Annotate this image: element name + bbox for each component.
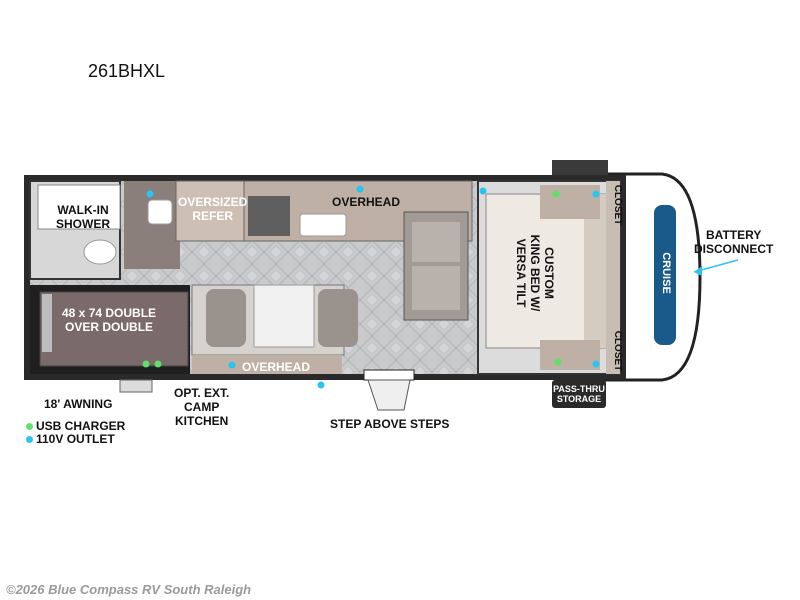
dinette-seat [318,289,358,347]
label-bunk: 48 x 74 DOUBLE OVER DOUBLE [62,306,157,334]
roof-vent [552,160,608,176]
sofa-cushion [412,222,460,262]
outlet-dot [592,360,600,368]
label-closet-top: CLOSET [612,184,623,226]
label-awning: 18' AWNING [44,397,113,411]
toilet [83,239,117,265]
refrigerator [175,180,245,242]
outlet-dot [356,185,364,193]
legend-usb-label: USB CHARGER [36,419,126,433]
bath-sink [147,199,173,225]
label-king-bed: CUSTOM KING BED W/ VERSA TILT [514,234,556,312]
sofa-cushion [412,266,460,310]
dinette-seat [206,289,246,347]
outlet-dot [228,361,236,369]
usb-dot [142,360,150,368]
brand-emblem [654,205,676,345]
label-walk-in-shower: WALK-IN SHOWER [56,203,110,231]
nightstand [540,185,600,219]
label-step-above-steps: STEP ABOVE STEPS [330,417,450,431]
dinette-table [253,284,315,348]
label-overhead-bottom: OVERHEAD [242,360,311,374]
label-closet-bottom: CLOSET [612,330,623,372]
legend-outlet-label: 110V OUTLET [36,432,115,446]
outlet-dot [479,187,487,195]
label-pass-thru-storage: PASS-THRU STORAGE [553,384,605,404]
usb-dot-icon [26,422,33,430]
nightstand [540,340,600,370]
overhead-cabinet [192,355,342,374]
usb-dot [554,358,562,366]
outlet-dot [146,190,154,198]
footer-copyright: ©2026 Blue Compass RV South Raleigh [6,582,252,597]
entry-door [363,369,415,381]
usb-dot [154,360,162,368]
entry-steps [367,379,411,411]
shower-stall [37,184,121,230]
outlet-dot-icon [26,435,33,443]
label-camp-kitchen: OPT. EXT. CAMP KITCHEN [174,386,230,428]
label-battery-disconnect: BATTERY DISCONNECT [694,228,774,256]
closet-strip [606,181,620,374]
pass-thru-storage [552,380,606,408]
legend-outlet: 110V OUTLET [26,432,115,446]
label-overhead-top: OVERHEAD [332,195,401,209]
legend-usb: USB CHARGER [26,419,125,433]
outlet-dot [317,381,325,389]
kitchen-sink [299,213,347,237]
bunk-ladder [42,294,52,352]
bed-headboard [584,194,610,348]
brand-badge-text: CRUISE [660,252,672,294]
label-oversized-refer: OVERSIZED REFER [178,195,248,223]
usb-dot [552,190,560,198]
outlet-dot [592,190,600,198]
model-title: 261BHXL [88,61,166,81]
awning-arm [119,379,153,393]
bunk-bed [39,291,189,367]
stove [248,196,290,236]
